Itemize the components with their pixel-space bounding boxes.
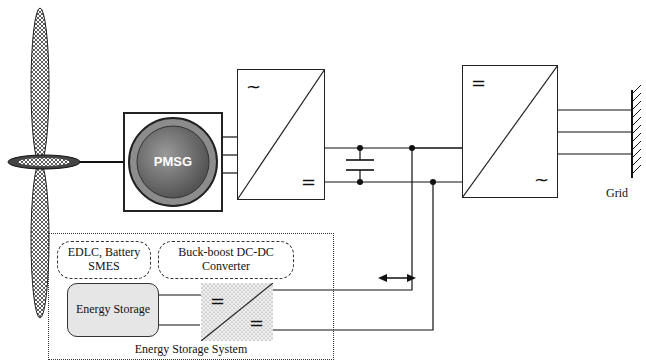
- output-symbol: =: [301, 173, 316, 191]
- hub: [8, 155, 80, 169]
- blade: [31, 162, 49, 318]
- dcdc-converter-box: ==: [201, 283, 273, 341]
- output-symbol: ~: [534, 171, 549, 189]
- junction-dots: [357, 145, 436, 185]
- box-label: EDLC, Battery SMES: [62, 246, 146, 274]
- storage-types-box: EDLC, Battery SMES: [57, 241, 151, 279]
- rectifier-box: ~=: [237, 69, 325, 200]
- grid-symbol: [558, 85, 641, 178]
- input-symbol: ~: [246, 78, 261, 96]
- dc-bus-wire: [325, 181, 462, 182]
- power-flow-arrow: [378, 274, 416, 282]
- grid-label: Grid: [606, 186, 628, 201]
- ac-wire: [222, 154, 237, 155]
- converter-type-box: Buck-boost DC-DC Converter: [158, 241, 294, 279]
- dc-wire: [272, 182, 433, 330]
- wire-connector: [159, 294, 201, 295]
- input-symbol: =: [471, 74, 486, 92]
- wire-connector: [223, 136, 237, 137]
- inverter-box: =~: [462, 65, 558, 198]
- ac-wire: [222, 172, 237, 173]
- box-label: Buck-boost DC-DC Converter: [163, 246, 289, 274]
- hub-hatch: [18, 158, 70, 166]
- box-label: Energy Storage: [76, 303, 150, 317]
- output-symbol: =: [249, 314, 264, 332]
- generator-box: PMSG: [123, 112, 223, 212]
- stator-circle: [129, 118, 217, 206]
- generator-label: PMSG: [154, 155, 192, 170]
- rotor-circle: [137, 126, 209, 198]
- input-symbol: =: [210, 292, 225, 310]
- energy-storage-box: Energy Storage: [67, 283, 159, 337]
- storage-system-region: Energy Storage System EDLC, Battery SMES B…: [48, 233, 334, 360]
- shaft: [78, 161, 123, 163]
- capacitor-symbol: [346, 148, 374, 182]
- dc-wire: [158, 324, 200, 325]
- region-title: Energy Storage System: [49, 343, 333, 357]
- blade: [31, 8, 49, 164]
